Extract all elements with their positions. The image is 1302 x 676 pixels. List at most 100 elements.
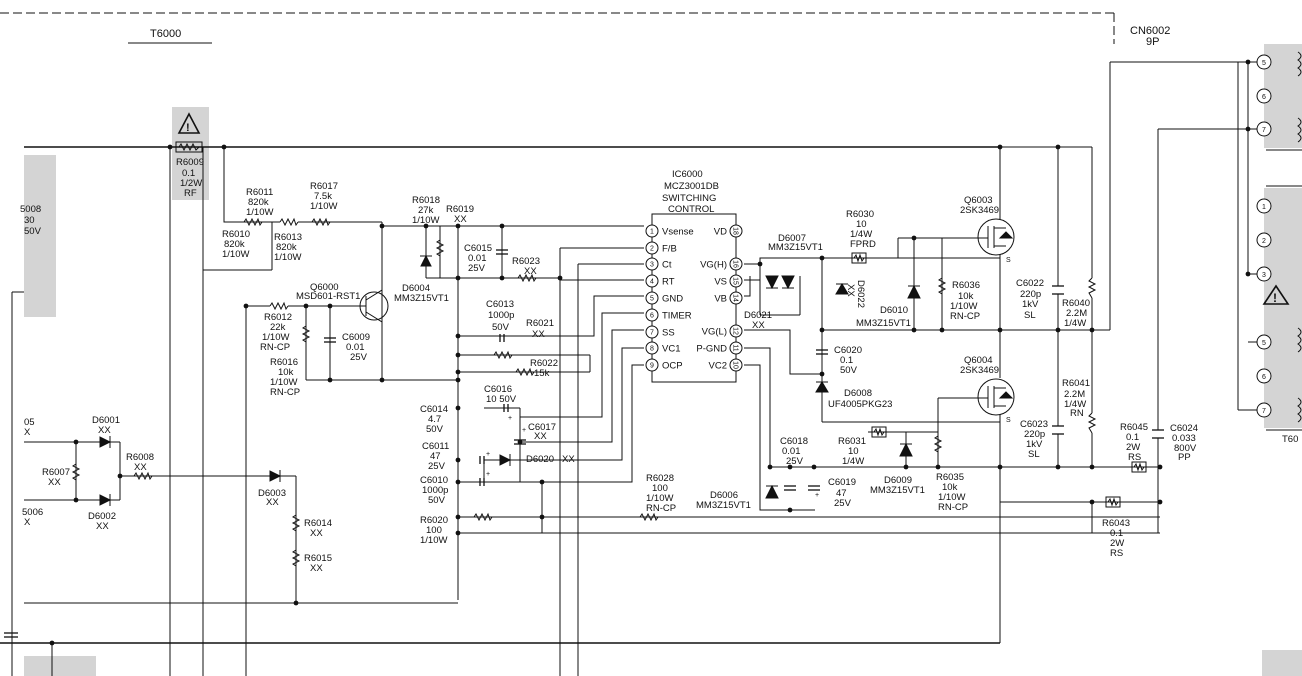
c6009-v1: 0.01	[346, 342, 365, 353]
svg-text:6: 6	[1262, 374, 1266, 381]
transformer-pin: 5	[1256, 54, 1272, 70]
ic-pin-number: 4	[650, 279, 654, 286]
c6024-v2: 800V	[1174, 443, 1197, 454]
svg-text:2: 2	[1262, 238, 1266, 245]
r6043-name: R6043	[1102, 518, 1130, 529]
component-labels: R6009 0.1 1/2W RF R6011 820k 1/10W R6010…	[42, 157, 1198, 574]
r6011-v2: 1/10W	[246, 207, 273, 218]
r6005-name: 05	[24, 417, 35, 428]
ic-pin-number: 7	[650, 330, 654, 337]
q6003-name: Q6003	[964, 195, 993, 206]
svg-text:7: 7	[1262, 408, 1266, 415]
r6016-v1: 10k	[278, 367, 294, 378]
r6045-v2: 2W	[1126, 442, 1140, 453]
c6010-name: C6010	[420, 475, 448, 486]
r6041-v2: 1/4W	[1064, 399, 1086, 410]
r6017-name: R6017	[310, 181, 338, 192]
c6011-v2: 25V	[428, 461, 446, 472]
d6020-v1: XX	[562, 454, 575, 465]
ic-pin-label: P-GND	[696, 344, 727, 355]
c6020-v1: 0.1	[840, 355, 853, 366]
c6016-name: C6016	[484, 384, 512, 395]
r6035-v3: RN-CP	[938, 502, 968, 513]
connector-pins-label: 9P	[1146, 36, 1159, 48]
d6006-name: D6006	[710, 490, 738, 501]
r6035-name: R6035	[936, 472, 964, 483]
c6013-v2: 50V	[492, 322, 510, 333]
r6023-v1: XX	[524, 266, 537, 277]
c6023-v1: 220p	[1024, 429, 1045, 440]
d6020-name: D6020	[526, 454, 554, 465]
d6009-v1: MM3Z15VT1	[870, 485, 925, 496]
c6015-v1: 0.01	[468, 253, 487, 264]
ic-pin-circle	[645, 291, 659, 305]
ic-pin-right: 11P-GND	[696, 341, 743, 355]
ic-pin-label: Ct	[662, 260, 672, 271]
svg-text:+: +	[508, 415, 512, 422]
c6013-name: C6013	[486, 299, 514, 310]
r6018-v1: 27k	[418, 205, 434, 216]
r6028-v1: 100	[652, 483, 668, 494]
r6041-v1: 2.2M	[1064, 389, 1085, 400]
transformer-pin: 7	[1256, 121, 1272, 137]
d6003-name: D6003	[258, 488, 286, 499]
ic-pin-label: VD	[714, 227, 727, 238]
r6014-v1: XX	[310, 528, 323, 539]
ic-pin-label: VC2	[709, 361, 727, 372]
c6023-v2: 1kV	[1026, 439, 1043, 450]
ic-pin-number: 1	[650, 229, 654, 236]
ic-pin-circle	[645, 308, 659, 322]
r6028-name: R6028	[646, 473, 674, 484]
d6022-name: D6022	[855, 280, 866, 308]
r6012-v2: 1/10W	[262, 332, 289, 343]
q6004-source-label: S	[1006, 417, 1011, 424]
r6017-v2: 1/10W	[310, 201, 337, 212]
c6022-v2: 1kV	[1022, 299, 1039, 310]
ic-pin-number: 9	[650, 363, 654, 370]
c6009-v2: 25V	[350, 352, 368, 363]
r6040-v1: 2.2M	[1066, 308, 1087, 319]
r6022-name: R6022	[530, 358, 558, 369]
ic6000-part: MCZ3001DB	[664, 181, 719, 192]
d6007-name: D6007	[778, 233, 806, 244]
c6023-name: C6023	[1020, 419, 1048, 430]
c6020-name: C6020	[834, 345, 862, 356]
q6003-source-label: S	[1006, 257, 1011, 264]
ic-pin-number: 8	[650, 346, 654, 353]
transformer-pin: 1	[1256, 198, 1272, 214]
d6004-v1: MM3Z15VT1	[394, 293, 449, 304]
d6022-v1: XX	[845, 284, 856, 297]
r6007-v1: XX	[48, 477, 61, 488]
q6003-v1: 2SK3469	[960, 205, 999, 216]
c6024-v1: 0.033	[1172, 433, 1196, 444]
svg-text:5: 5	[1262, 340, 1266, 347]
wiring	[0, 61, 1264, 676]
r6030-v3: FPRD	[850, 239, 876, 250]
c6019-v1: 47	[836, 488, 847, 499]
r6018-name: R6018	[412, 195, 440, 206]
r6016-v2: 1/10W	[270, 377, 297, 388]
c6018-v1: 0.01	[782, 446, 801, 457]
c6018-name: C6018	[780, 436, 808, 447]
r6020-name: R6020	[420, 515, 448, 526]
r6008-v1: XX	[134, 462, 147, 473]
r6043-v2: 2W	[1110, 538, 1124, 549]
boxed-resistors	[175, 141, 1147, 508]
c6020-v2: 50V	[840, 365, 858, 376]
r6016-name: R6016	[270, 357, 298, 368]
svg-text:!: !	[1273, 291, 1277, 305]
r6030-name: R6030	[846, 209, 874, 220]
r6012-name: R6012	[264, 312, 292, 323]
ic-pin-circle	[645, 325, 659, 339]
q6000-name: Q6000	[310, 282, 339, 293]
r6040-v2: 1/4W	[1064, 318, 1086, 329]
d6002-name: D6002	[88, 511, 116, 522]
ic-pin-circle	[729, 341, 743, 355]
svg-text:+: +	[522, 427, 526, 434]
